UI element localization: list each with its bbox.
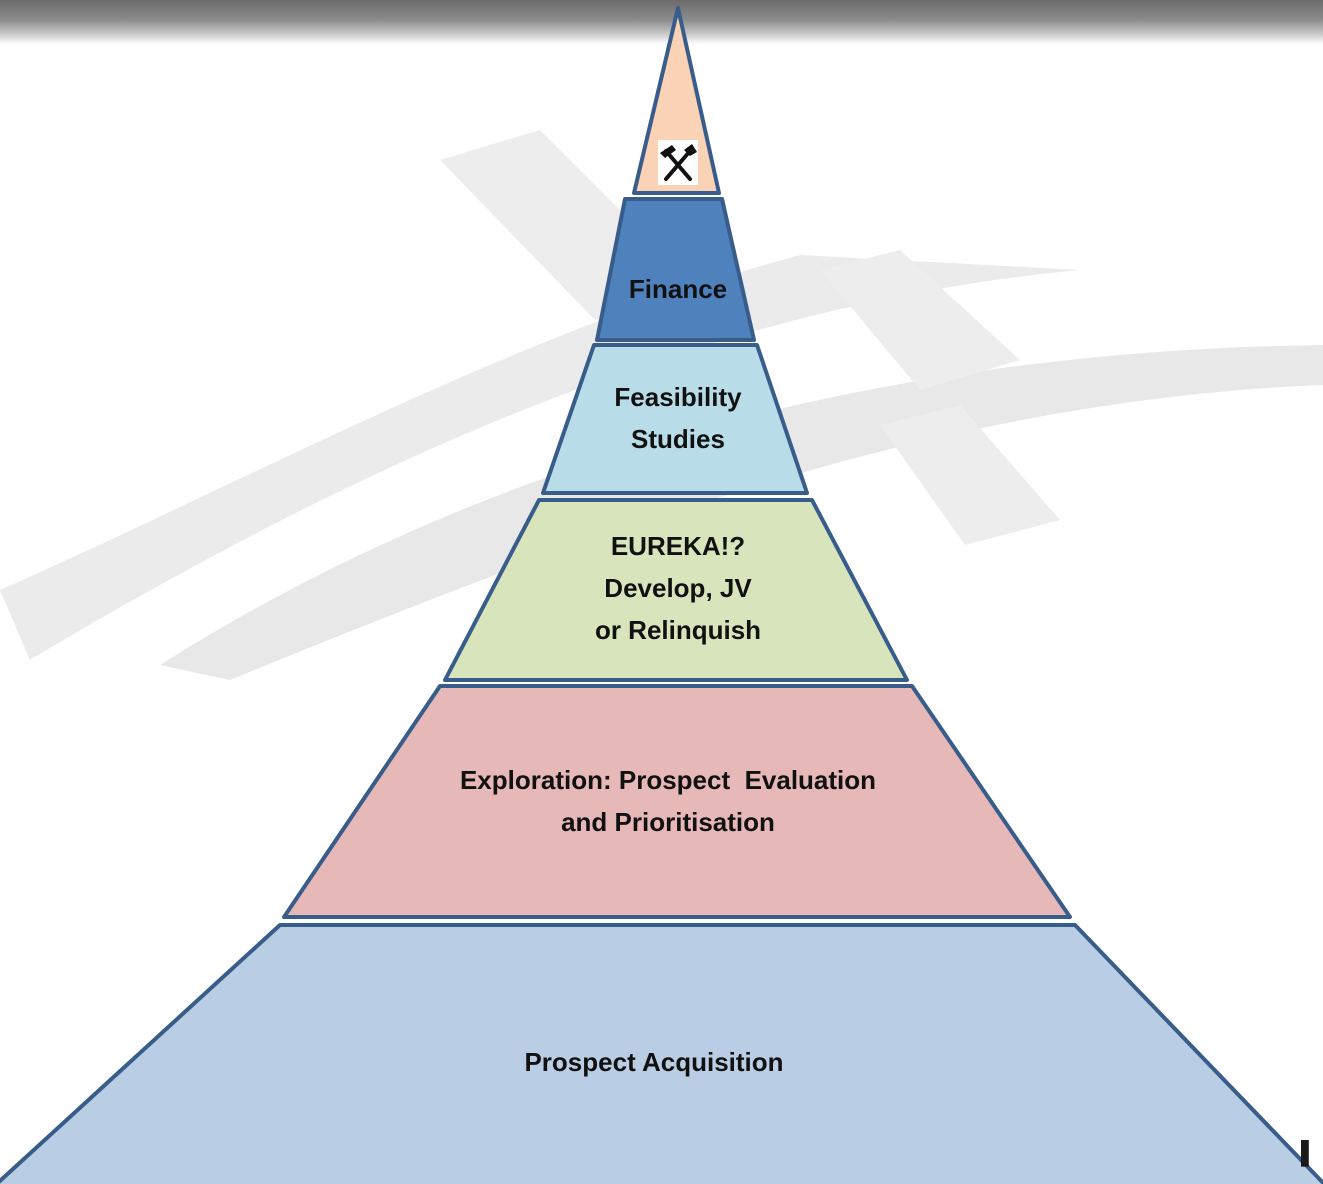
tier-eureka	[443, 498, 909, 682]
watermark-chevron-mid	[820, 250, 1020, 390]
tier-exploration	[282, 684, 1072, 919]
watermark-arc-lower	[160, 345, 1323, 680]
tier-finance	[595, 197, 756, 342]
feasibility-label: Feasibility Studies	[614, 381, 742, 454]
eureka-label: EUREKA!? Develop, JV or Relinquish	[594, 530, 762, 646]
cropped-logo-fragment: ▌	[1301, 1140, 1317, 1165]
header-gradient-bar	[0, 0, 1323, 44]
hammer-and-pick-icon	[658, 140, 698, 185]
acquisition-label: Prospect Acquisition	[524, 1046, 784, 1077]
watermark-chevron-low	[880, 405, 1060, 545]
tier-feasibility	[541, 343, 809, 495]
tier-acquisition	[0, 923, 1323, 1184]
exploration-label: Exploration: Prospect Evaluation and Pri…	[459, 764, 877, 837]
finance-label: Finance	[628, 273, 728, 304]
